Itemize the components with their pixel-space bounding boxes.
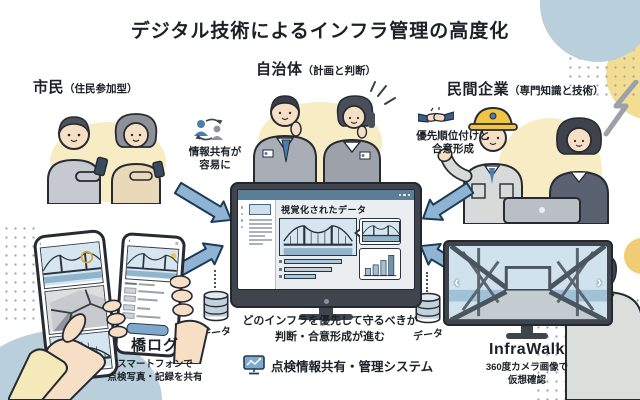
monitor-stand-base — [299, 314, 353, 320]
decor-blue-circle-topright — [540, 0, 640, 62]
hashilog-name: 橋ログ — [130, 337, 179, 354]
database-icon-left — [203, 290, 229, 322]
handshake-icon — [418, 107, 454, 123]
consensus-line1: 優先順位付けと — [416, 130, 490, 142]
defect-marker-icon — [80, 250, 94, 264]
caption-line1: どのインフラを優先して守るべきか — [242, 315, 418, 327]
consensus-callout: 優先順位付けと 合意形成 — [405, 130, 501, 156]
consensus-line2: 合意形成 — [432, 143, 474, 156]
infrawalk-stand — [521, 326, 533, 334]
chevron-right-icon[interactable]: › — [596, 272, 602, 292]
system-label: 点検情報共有・管理システム — [271, 359, 434, 374]
dashboard-title: 視覚化されたデータ — [281, 205, 367, 215]
hashilog-box: 橋ログ スマートフォンで 点検写真・記録を共有 — [103, 334, 207, 385]
citizens-qualifier: （住民参加型） — [64, 83, 138, 95]
bridge-photo-1[interactable] — [39, 241, 104, 290]
system-row: 点検情報共有・管理システム — [243, 355, 433, 375]
group-label-government: 自治体（計画と判断） — [256, 58, 376, 79]
sidebar-thumbnail[interactable] — [249, 204, 271, 215]
arrow-citizens-to-monitor — [173, 181, 233, 223]
detail-popup — [354, 218, 401, 245]
decor-zigzag — [603, 80, 639, 137]
infrawalk-name: InfraWalk — [489, 341, 565, 358]
group-label-private: 民間企業（専門知識と技術） — [447, 78, 604, 99]
dashboard-main: 視覚化されたデータ — [276, 200, 414, 289]
government-illustration — [253, 81, 396, 184]
database-icon-right — [415, 292, 441, 324]
data-connector-right — [426, 272, 428, 292]
truss-bridge-view — [449, 246, 607, 320]
hand-holding-phone — [8, 299, 128, 400]
hashilog-desc-line2: 点検写真・記録を共有 — [107, 371, 203, 383]
bridge-visualization — [279, 218, 357, 256]
private-name: 民間企業 — [447, 81, 510, 98]
group-label-citizens: 市民（住民参加型） — [33, 76, 138, 97]
info-share-callout: 情報共有が 容易に — [172, 146, 258, 172]
hbar-chart — [279, 259, 355, 279]
page-title: デジタル技術によるインフラ管理の高度化 — [130, 21, 510, 42]
decor-yellow-circle-right — [624, 238, 640, 274]
window-dot — [407, 193, 410, 197]
menu-icon[interactable]: ≡ — [174, 241, 179, 248]
monitor-caption: どのインフラを優先して守るべきか 判断・合意形成が進む — [228, 314, 432, 346]
monitor-chart-icon — [243, 355, 265, 375]
caption-line2: 判断・合意形成が進む — [275, 330, 385, 343]
dashboard-window: 視覚化されたデータ — [237, 189, 415, 290]
infrawalk-monitor: ‹ › — [443, 240, 613, 326]
infrawalk-screen: ‹ › — [449, 246, 607, 320]
decor-dot-grid-left — [2, 224, 38, 320]
nav-rail — [238, 200, 246, 289]
info-share-line2: 容易に — [199, 159, 231, 172]
infrawalk-desc-line1: 360度カメラ画像で — [485, 362, 569, 373]
back-icon[interactable]: ‹ — [128, 238, 131, 245]
info-share-line1: 情報共有が — [188, 146, 242, 158]
window-dot — [398, 193, 401, 197]
popup-bridge-thumbnail — [362, 221, 400, 242]
private-qualifier: （専門知識と技術） — [509, 85, 604, 97]
monitor-stand — [319, 306, 333, 315]
sparkle-icon — [370, 81, 396, 105]
monitor-power-button[interactable] — [323, 299, 329, 304]
central-monitor: 視覚化されたデータ — [230, 182, 422, 308]
infrawalk-desc-line2: 仮想確認 — [507, 374, 546, 386]
people-share-icon — [194, 118, 223, 141]
window-titlebar — [238, 190, 414, 200]
citizens-illustration — [47, 113, 166, 204]
window-dot — [403, 193, 406, 197]
dashboard-sidebar[interactable] — [246, 200, 276, 289]
vbar-chart-panel — [359, 248, 401, 280]
government-qualifier: （計画と判断） — [302, 65, 377, 77]
hashilog-desc-line1: スマートフォンで — [117, 359, 193, 370]
government-name: 自治体 — [256, 61, 303, 78]
infrawalk-stand-base — [506, 333, 548, 339]
infrawalk-labels: InfraWalk 360度カメラ画像で 仮想確認 — [443, 341, 611, 388]
chevron-left-icon[interactable]: ‹ — [454, 272, 460, 292]
vbar-chart — [363, 254, 397, 277]
private-company-illustration — [437, 106, 609, 224]
citizens-name: 市民 — [33, 79, 65, 96]
